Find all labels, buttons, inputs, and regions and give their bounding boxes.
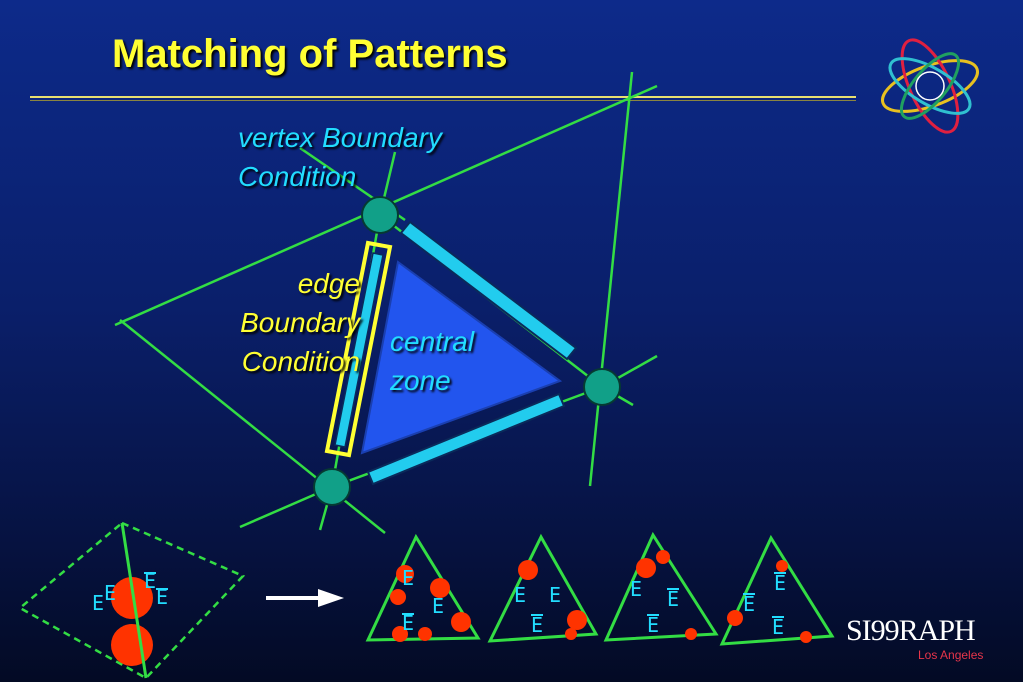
pattern-label: E (630, 577, 642, 601)
vertex-boundary-label: vertex Boundary Condition (238, 118, 442, 196)
pattern-label: E (104, 581, 116, 605)
edge-boundary-highlight (324, 240, 393, 458)
siggraph-knot-logo-icon (881, 38, 979, 134)
source-pattern: E E E E (17, 521, 246, 680)
vertex-label-line: vertex Boundary (238, 122, 442, 153)
slide-title: Matching of Patterns (112, 32, 508, 76)
pattern-label: E (774, 571, 786, 595)
brand-name: SI99RAPH (846, 614, 976, 647)
edge-boundary-label: edge Boundary Condition (180, 264, 360, 381)
red-dot (111, 624, 153, 666)
vertex-node-right (583, 368, 621, 406)
pattern-label: E (514, 583, 526, 607)
result-triangle-3: E E E (603, 531, 719, 642)
vertex-node-bottom (313, 468, 351, 506)
pattern-label: E (156, 585, 168, 609)
pattern-label: E (432, 594, 444, 618)
pattern-label: E (402, 566, 414, 590)
grid-line (588, 71, 634, 487)
pattern-label: E (549, 583, 561, 607)
result-triangle-1: E E E (365, 533, 481, 642)
pattern-label: E (667, 587, 679, 611)
pattern-label: E (743, 592, 755, 616)
right-arrow-icon (266, 589, 344, 607)
central-zone-label: central zone (390, 322, 474, 400)
edge-label-line: Boundary (240, 307, 360, 338)
pattern-label: E (402, 611, 414, 635)
diagonal-line (120, 522, 148, 679)
pattern-label: E (92, 591, 104, 615)
pattern-label: E (144, 569, 156, 593)
edge-bar-right-lower (366, 392, 566, 486)
vertex-label-line: Condition (238, 161, 357, 192)
central-zone-triangle (360, 260, 563, 455)
result-triangle-4: E E E (719, 534, 835, 646)
edge-label-line: Condition (241, 346, 360, 377)
pattern-label: E (647, 613, 659, 637)
result-triangle-2: E E E (487, 533, 599, 643)
title-rule-shadow (30, 100, 856, 101)
brand-location: Los Angeles (918, 648, 984, 662)
red-dot (111, 577, 153, 619)
title-rule (30, 96, 856, 98)
central-label-line: zone (390, 365, 451, 396)
central-label-line: central (390, 326, 475, 357)
pattern-label: E (772, 615, 784, 639)
edge-bar-right-upper (399, 220, 578, 361)
edge-bar-left (334, 252, 384, 448)
vertex-node-top (361, 196, 399, 234)
pattern-label: E (531, 613, 543, 637)
dashed-diamond (17, 521, 246, 680)
edge-label-line: edge (297, 268, 360, 299)
